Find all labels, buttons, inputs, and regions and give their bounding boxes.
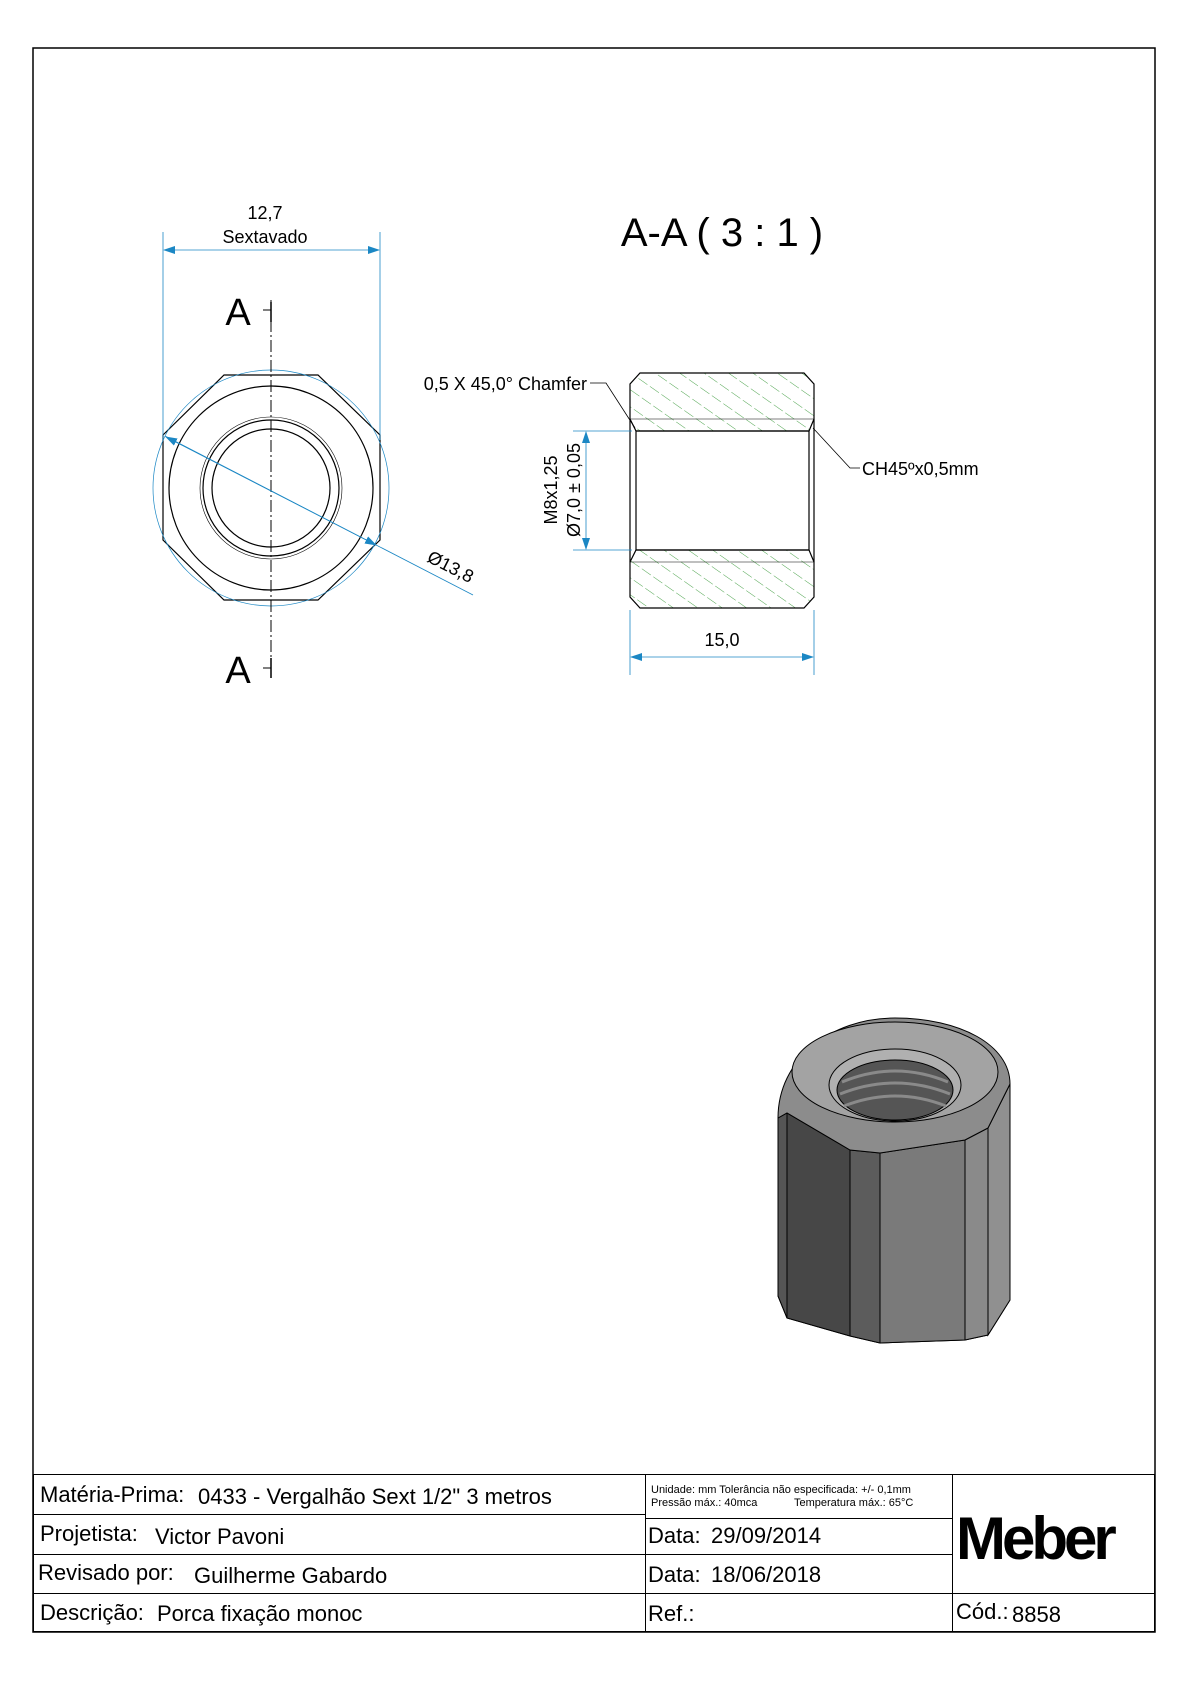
section-mark-top: A bbox=[225, 292, 251, 334]
title-block: Matéria-Prima: 0433 - Vergalhão Sext 1/2… bbox=[33, 1474, 1155, 1632]
materia-prima-value: 0433 - Vergalhão Sext 1/2" 3 metros bbox=[198, 1484, 552, 1509]
notes-temperature: Temperatura máx.: 65°C bbox=[794, 1497, 914, 1509]
chamfer-left-text: 0,5 X 45,0° Chamfer bbox=[424, 374, 587, 394]
chamfer-left-leader bbox=[590, 382, 636, 429]
data1-value: 29/09/2014 bbox=[711, 1523, 822, 1548]
cod-value: 8858 bbox=[1012, 1602, 1061, 1627]
notes-pressure: Pressão máx.: 40mca bbox=[651, 1497, 758, 1509]
meber-logo: Meber bbox=[956, 1505, 1117, 1572]
projetista-value: Victor Pavoni bbox=[155, 1524, 285, 1549]
descricao-label: Descrição: bbox=[40, 1600, 144, 1625]
diameter-dimension-text: Ø13,8 bbox=[424, 547, 477, 587]
bore bbox=[635, 430, 810, 551]
hex-outline bbox=[162, 374, 381, 601]
length-dimension-text: 15,0 bbox=[704, 630, 739, 650]
chamfer-right-text: CH45ºx0,5mm bbox=[862, 459, 979, 479]
bore-dimension-text: Ø7,0 ± 0,05 bbox=[564, 443, 584, 537]
section-mark-bottom: A bbox=[225, 650, 251, 692]
revisado-label: Revisado por: bbox=[38, 1560, 174, 1585]
projetista-label: Projetista: bbox=[40, 1521, 138, 1546]
sheet-border bbox=[32, 47, 1156, 1633]
revisado-value: Guilherme Gabardo bbox=[194, 1563, 388, 1588]
section-top-wall bbox=[629, 372, 815, 432]
ref-label: Ref.: bbox=[648, 1601, 695, 1626]
width-dimension-text: 12,7 bbox=[247, 203, 282, 223]
isometric-nut-image bbox=[777, 1017, 1011, 1344]
section-bottom-wall bbox=[629, 549, 815, 609]
data2-label: Data: bbox=[648, 1562, 701, 1587]
materia-prima-label: Matéria-Prima: bbox=[40, 1482, 185, 1507]
data1-label: Data: bbox=[648, 1523, 701, 1548]
width-note-text: Sextavado bbox=[222, 227, 307, 247]
cod-label: Cód.: bbox=[956, 1599, 1009, 1624]
notes-line1: Unidade: mm Tolerância não especificada:… bbox=[651, 1484, 911, 1496]
chamfer-right-leader bbox=[812, 427, 860, 469]
thread-text: M8x1,25 bbox=[541, 455, 561, 524]
section-view: A-A ( 3 : 1 ) 0,5 X 45,0° Chamfer CH45ºx… bbox=[424, 211, 979, 675]
section-title: A-A ( 3 : 1 ) bbox=[621, 211, 823, 255]
descricao-value: Porca fixação monoc bbox=[157, 1601, 363, 1626]
front-view: 12,7 Sextavado Ø13,8 A A bbox=[152, 203, 477, 692]
data2-value: 18/06/2018 bbox=[711, 1562, 822, 1587]
